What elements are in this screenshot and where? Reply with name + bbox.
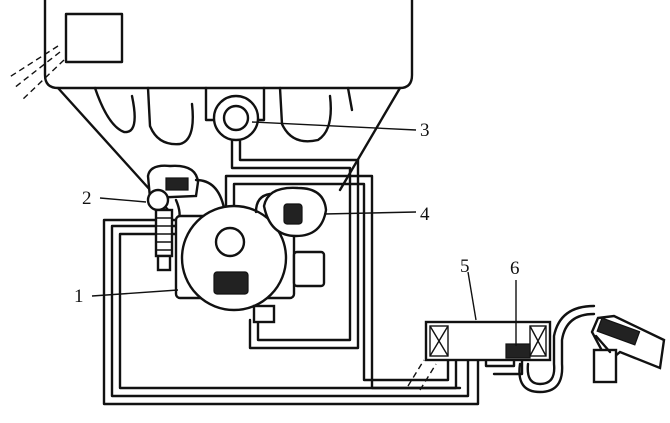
engine-block (7, 0, 414, 101)
check-valve (505, 343, 531, 359)
callout-2: 2 (82, 188, 92, 209)
vent-valve-assembly (590, 314, 666, 384)
callout-4: 4 (420, 204, 430, 225)
callout-6: 6 (510, 258, 520, 279)
actuator-housing (174, 204, 326, 324)
callout-1: 1 (74, 286, 84, 307)
vacuum-hoses (102, 138, 596, 406)
callout-leaders (91, 121, 517, 346)
vacuum-control-valve (146, 164, 226, 272)
callout-5: 5 (460, 256, 470, 277)
vacuum-port (212, 94, 260, 142)
vacuum-diaphragm (254, 186, 328, 238)
callout-3: 3 (420, 120, 430, 141)
